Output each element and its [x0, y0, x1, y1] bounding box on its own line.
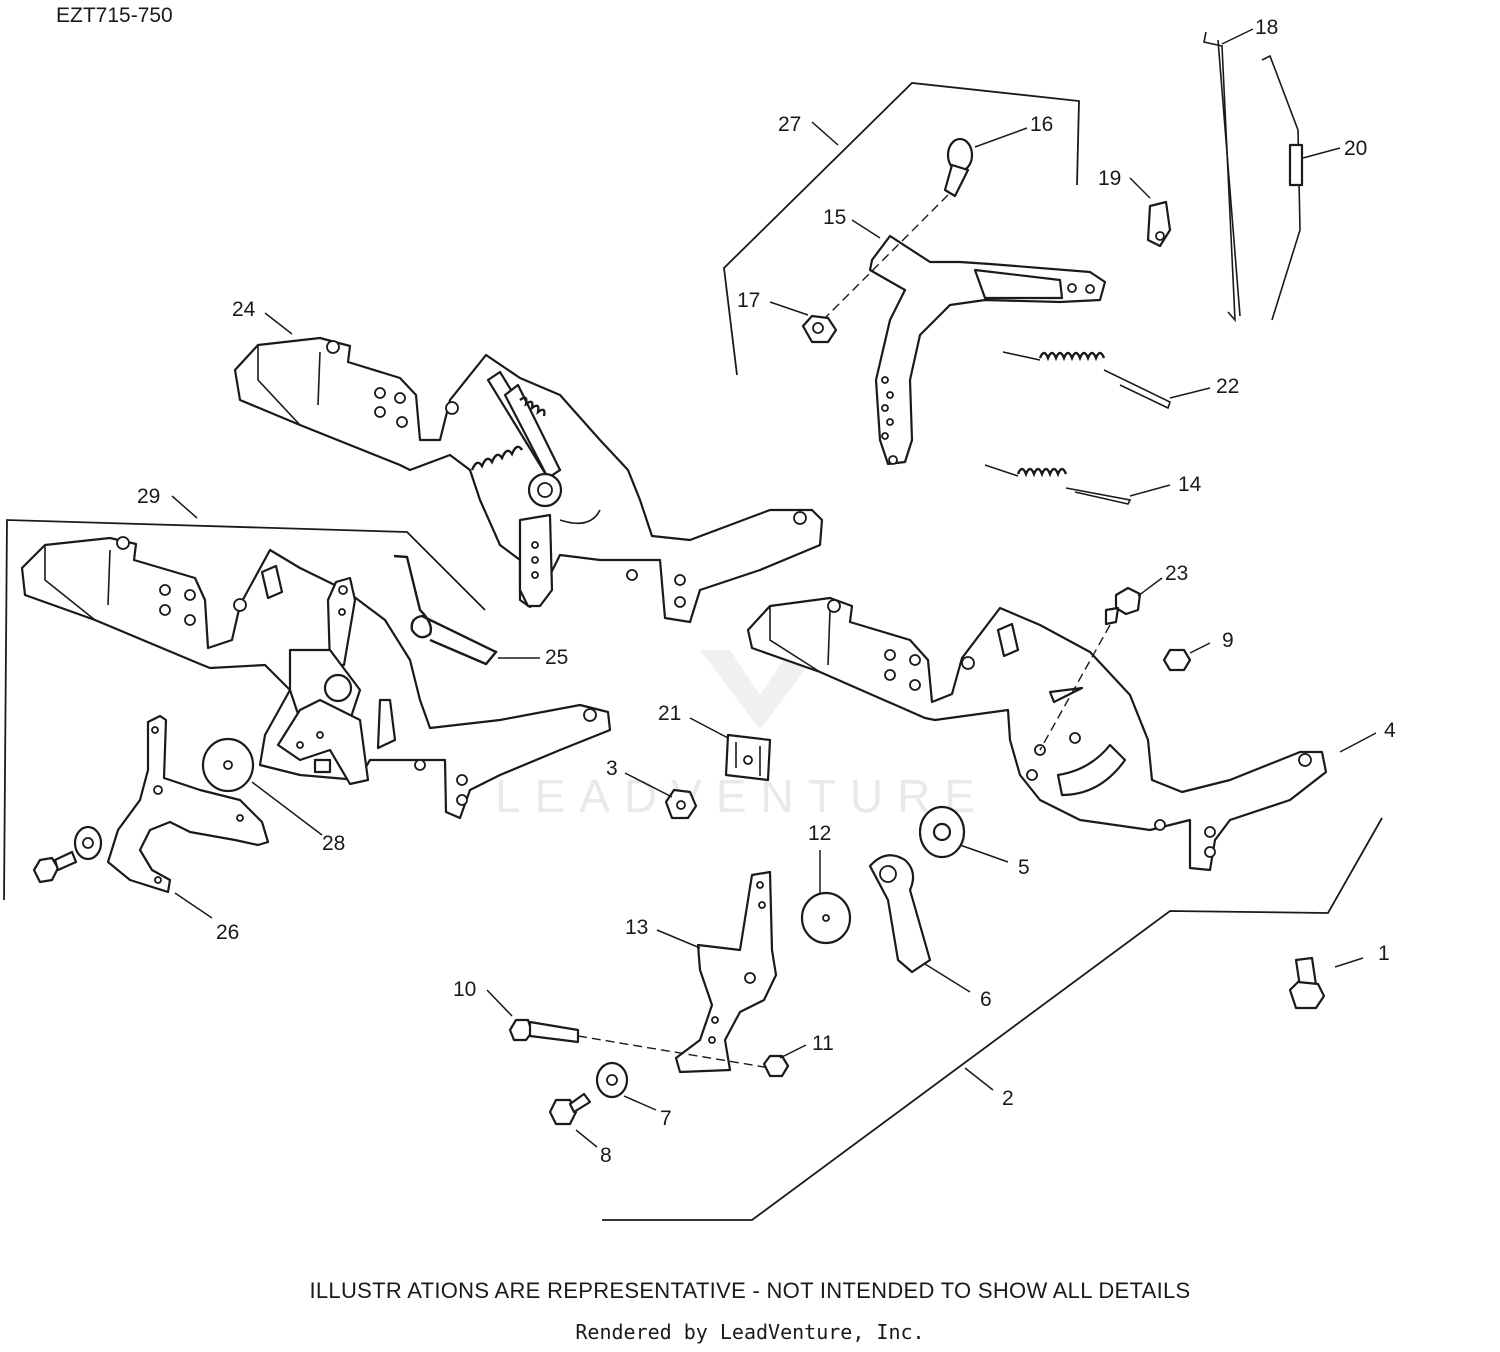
- callout-24: 24: [232, 298, 256, 321]
- part-26-lever: [106, 714, 270, 894]
- leader-lines: [171, 28, 1377, 1148]
- callout-12: 12: [808, 822, 831, 845]
- callout-3: 3: [606, 757, 618, 780]
- part-15-control-arm: [868, 234, 1107, 466]
- part-3-flange-nut: [664, 788, 698, 820]
- callout-16: 16: [1030, 113, 1053, 136]
- callout-27: 27: [778, 113, 801, 136]
- frame-29: [3, 519, 486, 901]
- callout-numbers: 1 2 3 4 5 6 7 8 9 10 11 12 13 14 15 16 1…: [137, 16, 1396, 1167]
- callout-21: 21: [658, 702, 681, 725]
- callout-6: 6: [980, 988, 992, 1011]
- callout-29: 29: [137, 485, 160, 508]
- part-10-bolt: [508, 1018, 580, 1044]
- callout-20: 20: [1344, 137, 1367, 160]
- pin-16-centerline: [817, 194, 949, 326]
- callout-7: 7: [660, 1107, 672, 1130]
- callout-5: 5: [1018, 856, 1030, 879]
- callout-14: 14: [1178, 473, 1202, 496]
- frame-2: [602, 817, 1383, 1221]
- callout-15: 15: [823, 206, 846, 229]
- part-1-bolt: [1288, 956, 1326, 1010]
- part-24-bracket-assembly: [233, 336, 824, 624]
- callout-13: 13: [625, 916, 648, 939]
- callout-9: 9: [1222, 629, 1234, 652]
- part-25-torsion-spring: [393, 554, 498, 666]
- part-23-shoulder-bolt: [1104, 586, 1142, 626]
- part-8-bolt: [548, 1092, 592, 1126]
- callout-11: 11: [812, 1032, 834, 1055]
- callout-2: 2: [1002, 1087, 1014, 1110]
- part-19-clip: [1146, 200, 1172, 248]
- part-11-nut: [762, 1054, 790, 1078]
- rendered-by-credit: Rendered by LeadVenture, Inc.: [575, 1320, 925, 1344]
- callout-23: 23: [1165, 562, 1188, 585]
- callout-1: 1: [1378, 942, 1390, 965]
- part-6-arm: [868, 854, 932, 974]
- callout-26: 26: [216, 921, 239, 944]
- part-9-nut: [1162, 648, 1192, 672]
- part-20-spring-rod: [1261, 54, 1304, 321]
- part-5-flange-washer: [918, 805, 966, 859]
- callout-28: 28: [322, 832, 345, 855]
- group-frames: [3, 82, 1383, 1221]
- callout-4: 4: [1384, 719, 1396, 742]
- callout-25: 25: [545, 646, 568, 669]
- part-26-bolt: [32, 850, 78, 884]
- frame-27: [723, 82, 1080, 376]
- callout-18: 18: [1255, 16, 1278, 39]
- part-7-washer: [595, 1061, 629, 1099]
- part-13-lever: [674, 870, 778, 1074]
- watermark: LEADVENTURE: [495, 650, 989, 822]
- part-14-extension-spring: [984, 464, 1132, 505]
- callout-8: 8: [600, 1144, 612, 1167]
- part-16-pin: [943, 137, 974, 198]
- watermark-text: LEADVENTURE: [495, 770, 989, 822]
- part-17-nut: [801, 314, 838, 344]
- part-21-clip: [724, 733, 772, 782]
- bolt-10-centerline: [577, 1035, 771, 1069]
- callout-22: 22: [1216, 375, 1239, 398]
- callout-19: 19: [1098, 167, 1121, 190]
- part-4-bracket: [746, 596, 1328, 872]
- part-12-washer: [800, 891, 852, 945]
- part-28-washer: [201, 737, 255, 793]
- model-code: EZT715-750: [56, 4, 173, 27]
- bolt-23-centerline: [1039, 624, 1111, 751]
- disclaimer-text: ILLUSTR ATIONS ARE REPRESENTATIVE - NOT …: [309, 1278, 1191, 1303]
- part-18-rod: [1203, 31, 1241, 323]
- part-29-bracket-assembly: [20, 536, 612, 820]
- callout-17: 17: [737, 289, 760, 312]
- callout-10: 10: [453, 978, 476, 1001]
- part-26-washer: [73, 825, 103, 861]
- part-22-extension-spring: [1002, 351, 1171, 410]
